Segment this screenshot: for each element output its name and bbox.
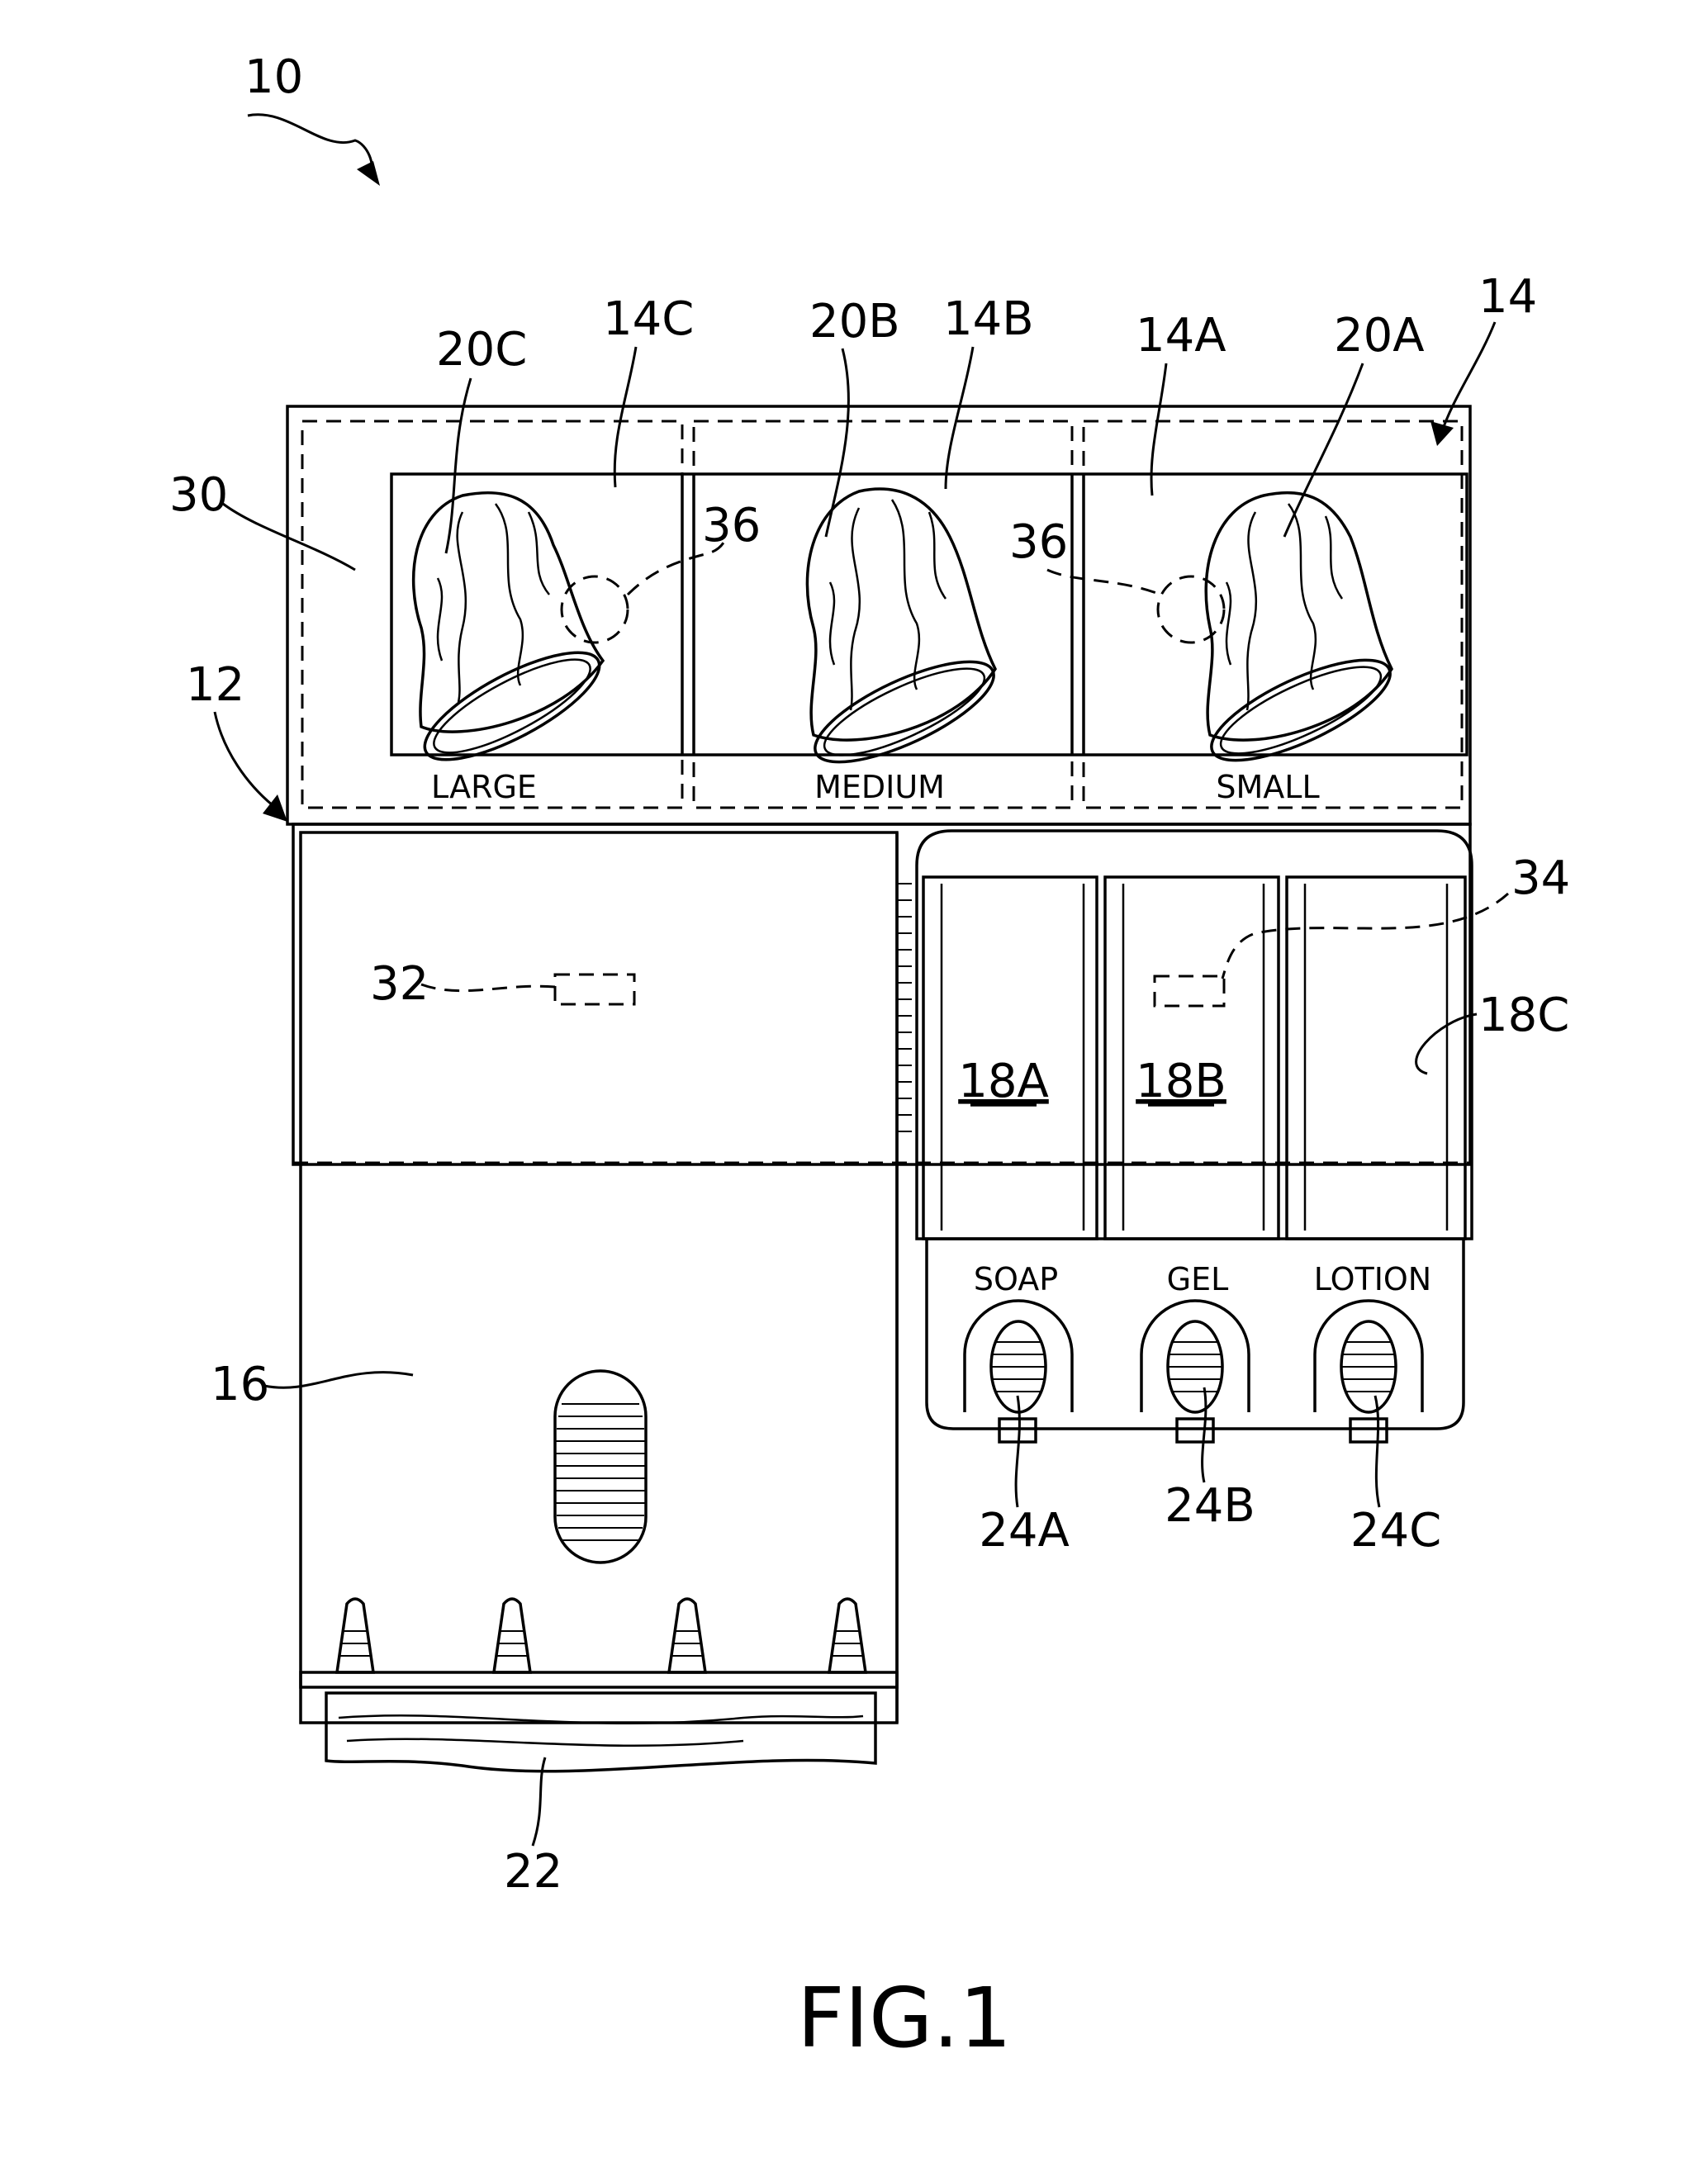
ref-10: 10	[244, 50, 303, 104]
label-soap: SOAP	[974, 1261, 1058, 1297]
label-lotion: LOTION	[1314, 1261, 1431, 1297]
leader-24b	[1203, 1387, 1206, 1482]
leader-30	[223, 504, 355, 570]
leader-14a	[1151, 363, 1166, 496]
liquid-dispenser: SOAP GEL LOTION	[917, 831, 1472, 1442]
dashed-region-medium	[694, 421, 1072, 808]
sensor-circle-right	[1158, 576, 1224, 643]
nozzle-24a	[999, 1419, 1036, 1442]
ref-16: 16	[211, 1358, 269, 1411]
leader-14	[1441, 322, 1495, 434]
ref-14: 14	[1478, 270, 1537, 324]
ref-18b: 18B	[1136, 1055, 1226, 1108]
housing-frame	[293, 824, 1470, 1164]
ref-30: 30	[169, 468, 228, 522]
ref-14a: 14A	[1136, 309, 1226, 363]
pump-button-gel[interactable]	[1141, 1301, 1249, 1442]
label-gel: GEL	[1167, 1261, 1229, 1297]
label-small: SMALL	[1216, 769, 1319, 805]
window-frame	[391, 474, 1467, 755]
ref-12: 12	[186, 658, 244, 712]
ref-20a: 20A	[1334, 309, 1425, 363]
leader-32	[421, 984, 555, 991]
condom-medium-illustration	[803, 489, 1006, 781]
ref-18c: 18C	[1478, 989, 1569, 1042]
figure-caption: FIG.1	[797, 1970, 1012, 2066]
reservoir-18c	[1287, 877, 1465, 1239]
housing-12	[293, 824, 1470, 1164]
leader-10	[248, 115, 372, 175]
sensor-34-box	[1155, 976, 1224, 1006]
ref-20c: 20C	[436, 323, 527, 377]
leader-20b	[826, 349, 848, 537]
ref-22: 22	[504, 1845, 562, 1899]
leader-16	[264, 1373, 413, 1388]
sensor-32-box	[555, 975, 634, 1004]
ref-24c: 24C	[1350, 1504, 1441, 1558]
ref-14c: 14C	[603, 292, 694, 346]
nozzle-24b	[1177, 1419, 1213, 1442]
ref-34: 34	[1511, 851, 1570, 905]
dispenser-cones	[337, 1599, 866, 1672]
towel-22	[326, 1693, 875, 1771]
label-large: LARGE	[431, 769, 537, 805]
arrowhead-10	[357, 161, 380, 186]
leader-24c	[1375, 1396, 1379, 1507]
leader-20a	[1284, 363, 1363, 537]
dispenser-bottom-bar	[301, 1672, 897, 1687]
liquid-dispenser-top	[917, 831, 1472, 1239]
leader-14b	[946, 347, 973, 489]
condom-large-illustration	[411, 493, 613, 780]
pump-button-lotion[interactable]	[1315, 1301, 1422, 1442]
arrowhead-14	[1430, 421, 1454, 446]
sensor-circle-left	[562, 576, 628, 643]
ref-24b: 24B	[1165, 1479, 1255, 1533]
ref-14b: 14B	[943, 292, 1034, 346]
dispenser-window-hatching	[556, 1404, 645, 1540]
condom-small-illustration	[1199, 493, 1402, 780]
label-medium: MEDIUM	[814, 769, 945, 805]
leader-14c	[614, 347, 636, 487]
ref-24a: 24A	[979, 1504, 1070, 1558]
side-tick-marks	[897, 884, 912, 1131]
nozzle-24c	[1350, 1419, 1387, 1442]
leader-36-right	[1047, 570, 1156, 593]
dashed-region-small	[1084, 421, 1462, 808]
ref-36-right: 36	[1009, 515, 1068, 569]
ref-18a: 18A	[958, 1055, 1049, 1108]
condom-panel: LARGE MEDIUM SMALL	[287, 406, 1470, 824]
ref-20b: 20B	[809, 295, 900, 349]
ref-36-left: 36	[702, 499, 761, 552]
ref-32: 32	[370, 957, 429, 1011]
towel-fold-line-2	[347, 1739, 743, 1746]
leader-12	[215, 712, 273, 805]
